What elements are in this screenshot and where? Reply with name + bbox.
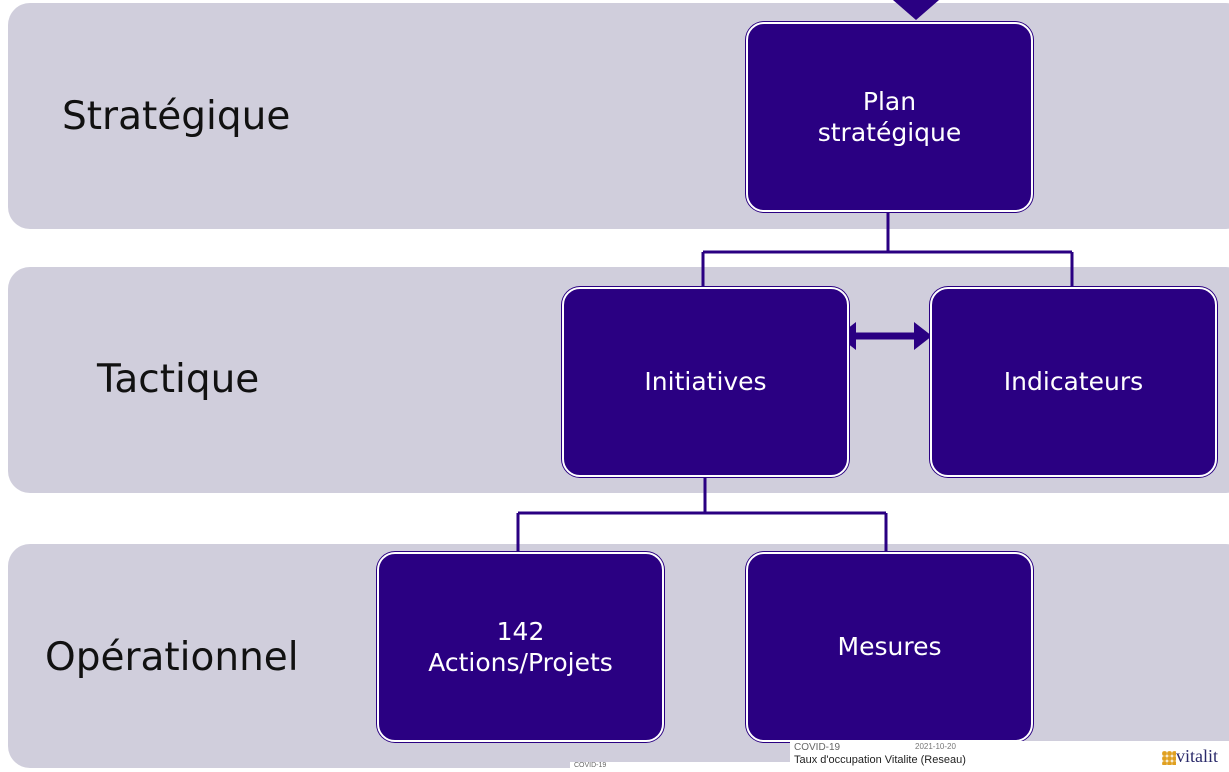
- node-initiatives: Initiatives: [562, 287, 849, 477]
- node-actions-projets: 142 Actions/Projets: [377, 552, 664, 742]
- thumbnail-covid-label: COVID-19: [794, 742, 841, 753]
- node-plan-strategique-label: Plan stratégique: [817, 86, 962, 147]
- initiatives-indicateurs-double-arrow: [838, 322, 932, 350]
- vitalite-logo-text: vitalit: [1176, 746, 1218, 766]
- node-indicateurs: Indicateurs: [930, 287, 1217, 477]
- left-thumbnail-title: COVID-19: [574, 762, 607, 769]
- left-thumbnail: COVID-19: [570, 762, 790, 772]
- level-label-tactique: Tactique: [97, 357, 260, 402]
- level-label-operationnel: Opérationnel: [45, 635, 299, 680]
- plan-to-tactique-connector: [701, 210, 1074, 288]
- node-mesures-label: Mesures: [837, 632, 942, 662]
- thumbnail-date: 2021-10-20: [915, 742, 956, 751]
- incoming-arrowhead: [893, 0, 939, 20]
- node-indicateurs-label: Indicateurs: [1003, 367, 1144, 397]
- node-actions-projets-label: 142 Actions/Projets: [428, 616, 613, 677]
- node-mesures: Mesures: [746, 552, 1033, 742]
- dashboard-thumbnail: COVID-19 Taux d'occupation Vitalite (Res…: [790, 741, 1229, 772]
- level-label-strategique: Stratégique: [62, 94, 291, 139]
- initiatives-to-operationnel-connector: [516, 474, 888, 553]
- vitalite-logo-icon: [1162, 751, 1176, 765]
- thumbnail-occupation-title: Taux d'occupation Vitalite (Reseau): [794, 754, 966, 766]
- node-plan-strategique: Plan stratégique: [746, 22, 1033, 212]
- node-initiatives-label: Initiatives: [644, 367, 767, 397]
